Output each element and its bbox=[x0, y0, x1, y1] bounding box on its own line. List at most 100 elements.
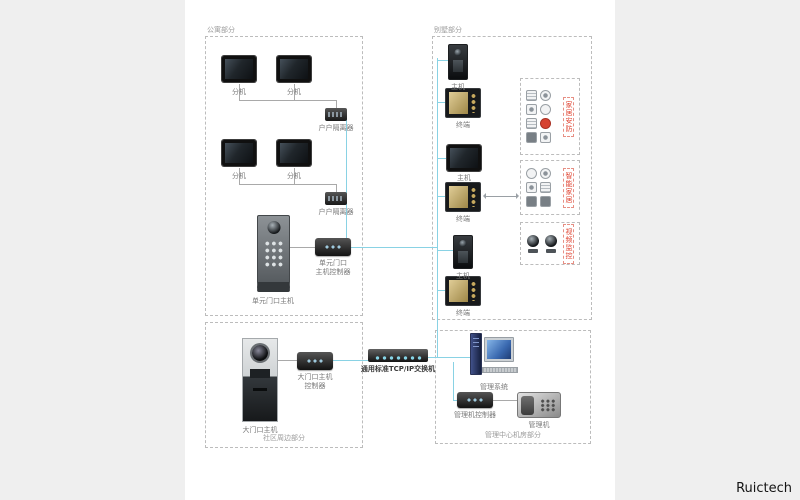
community-section-label: 社区周边部分 bbox=[263, 434, 305, 442]
cable-line bbox=[294, 168, 295, 184]
extension-label: 分机 bbox=[287, 88, 301, 96]
community-section-box bbox=[205, 322, 363, 448]
thermostat-icon bbox=[540, 168, 551, 179]
network-line bbox=[346, 247, 437, 248]
camera-icon bbox=[526, 235, 540, 253]
floor-isolator-device bbox=[325, 108, 347, 121]
extension-label: 分机 bbox=[287, 172, 301, 180]
label-line: 大门口主机 bbox=[297, 373, 333, 381]
gate-controller-label: 大门口主机 控制器 bbox=[289, 373, 341, 391]
villa-terminal-label: 终端 bbox=[456, 309, 470, 317]
extension-monitor bbox=[222, 140, 256, 166]
unit-door-controller-label: 单元门口 主机控制器 bbox=[309, 259, 357, 277]
cable-line bbox=[239, 100, 337, 101]
gate-controller-device bbox=[297, 352, 333, 370]
cable-line bbox=[290, 247, 315, 248]
gate-door-station bbox=[242, 338, 278, 422]
network-line bbox=[333, 360, 368, 361]
network-line bbox=[437, 158, 447, 159]
villa-terminal-device bbox=[445, 182, 481, 212]
network-line bbox=[437, 102, 445, 103]
speaker-icon bbox=[526, 196, 537, 207]
network-line bbox=[346, 114, 347, 248]
villa-terminal-label: 终端 bbox=[456, 215, 470, 223]
cable-line bbox=[294, 84, 295, 100]
ir-motion-sensor-icon bbox=[526, 104, 537, 115]
unit-door-station bbox=[257, 215, 290, 292]
villa-host-device bbox=[447, 145, 481, 171]
siren-icon bbox=[540, 132, 551, 143]
management-controller-device bbox=[457, 392, 493, 408]
cable-line bbox=[239, 168, 240, 184]
villa-terminal-label: 终端 bbox=[456, 121, 470, 129]
emergency-button-icon bbox=[540, 118, 551, 129]
extension-monitor bbox=[277, 140, 311, 166]
cable-line bbox=[493, 400, 517, 401]
cable-line bbox=[336, 100, 337, 108]
management-system-label: 管理系统 bbox=[480, 383, 508, 391]
brand-watermark: Ruictech bbox=[736, 481, 792, 496]
label-line: 控制器 bbox=[304, 381, 326, 390]
management-phone-label: 管理机 bbox=[528, 421, 550, 429]
cable-line bbox=[336, 184, 337, 192]
keypad-icon bbox=[526, 118, 537, 129]
apartment-section-box bbox=[205, 36, 363, 316]
camera-icon bbox=[544, 235, 558, 253]
isolator-label: 户户隔离器 bbox=[318, 124, 354, 132]
villa-host-label: 主机 bbox=[457, 174, 471, 182]
pc-keyboard bbox=[482, 367, 518, 373]
window-sensor-icon bbox=[526, 132, 537, 143]
diagram-page: 家居安防 智能家居 视频监控 公寓部分 bbox=[185, 0, 615, 500]
villa-host-label: 主机 bbox=[451, 83, 465, 91]
unit-door-controller-device bbox=[315, 238, 351, 256]
label-line: 主机控制器 bbox=[315, 267, 351, 276]
switch-label: 通用标准TCP/IP交换机 bbox=[360, 365, 436, 373]
management-phone-device bbox=[517, 392, 561, 418]
network-line bbox=[437, 60, 448, 61]
pc-tower bbox=[470, 333, 482, 375]
cable-line bbox=[278, 360, 297, 361]
villa-section-box bbox=[432, 36, 592, 320]
smoke-detector-icon bbox=[540, 90, 551, 101]
gas-detector-icon bbox=[540, 104, 551, 115]
smart-home-icon-grid bbox=[526, 168, 551, 207]
villa-terminal-device bbox=[445, 88, 481, 118]
security-icon-grid bbox=[526, 90, 551, 143]
network-line bbox=[437, 196, 445, 197]
tcpip-switch bbox=[368, 349, 428, 362]
extension-label: 分机 bbox=[232, 88, 246, 96]
management-controller-label: 管理机控制器 bbox=[454, 411, 496, 419]
extension-monitor bbox=[222, 56, 256, 82]
network-line bbox=[437, 290, 445, 291]
door-magnet-icon bbox=[526, 90, 537, 101]
extension-label: 分机 bbox=[232, 172, 246, 180]
camera-group bbox=[526, 235, 558, 253]
pc-monitor bbox=[484, 337, 514, 362]
management-section-label: 管理中心机房部分 bbox=[485, 431, 541, 439]
villa-host-label: 主机 bbox=[456, 272, 470, 280]
villa-host-device bbox=[448, 44, 468, 80]
isolator-label: 户户隔离器 bbox=[318, 208, 354, 216]
villa-terminal-device bbox=[445, 276, 481, 306]
extension-monitor bbox=[277, 56, 311, 82]
curtain-icon bbox=[540, 182, 551, 193]
villa-section-label: 别墅部分 bbox=[434, 26, 462, 34]
smart-home-label: 智能家居 bbox=[563, 167, 574, 208]
link-arrow bbox=[483, 193, 519, 199]
network-line bbox=[437, 58, 438, 358]
home-security-box: 家居安防 bbox=[520, 78, 580, 155]
video-monitor-label: 视频监控 bbox=[563, 223, 574, 264]
management-section-box bbox=[435, 330, 591, 444]
apartment-section-label: 公寓部分 bbox=[207, 26, 235, 34]
home-security-label: 家居安防 bbox=[563, 96, 574, 137]
network-line bbox=[428, 357, 470, 358]
cable-line bbox=[239, 184, 337, 185]
label-line: 单元门口 bbox=[319, 259, 347, 267]
gate-host-label: 大门口主机 bbox=[242, 426, 278, 434]
tv-icon bbox=[540, 196, 551, 207]
floor-isolator-device bbox=[325, 192, 347, 205]
villa-host-device bbox=[453, 235, 473, 269]
light-bulb-icon bbox=[526, 168, 537, 179]
unit-door-host-label: 单元门口主机 bbox=[252, 297, 294, 305]
network-line bbox=[453, 362, 454, 400]
